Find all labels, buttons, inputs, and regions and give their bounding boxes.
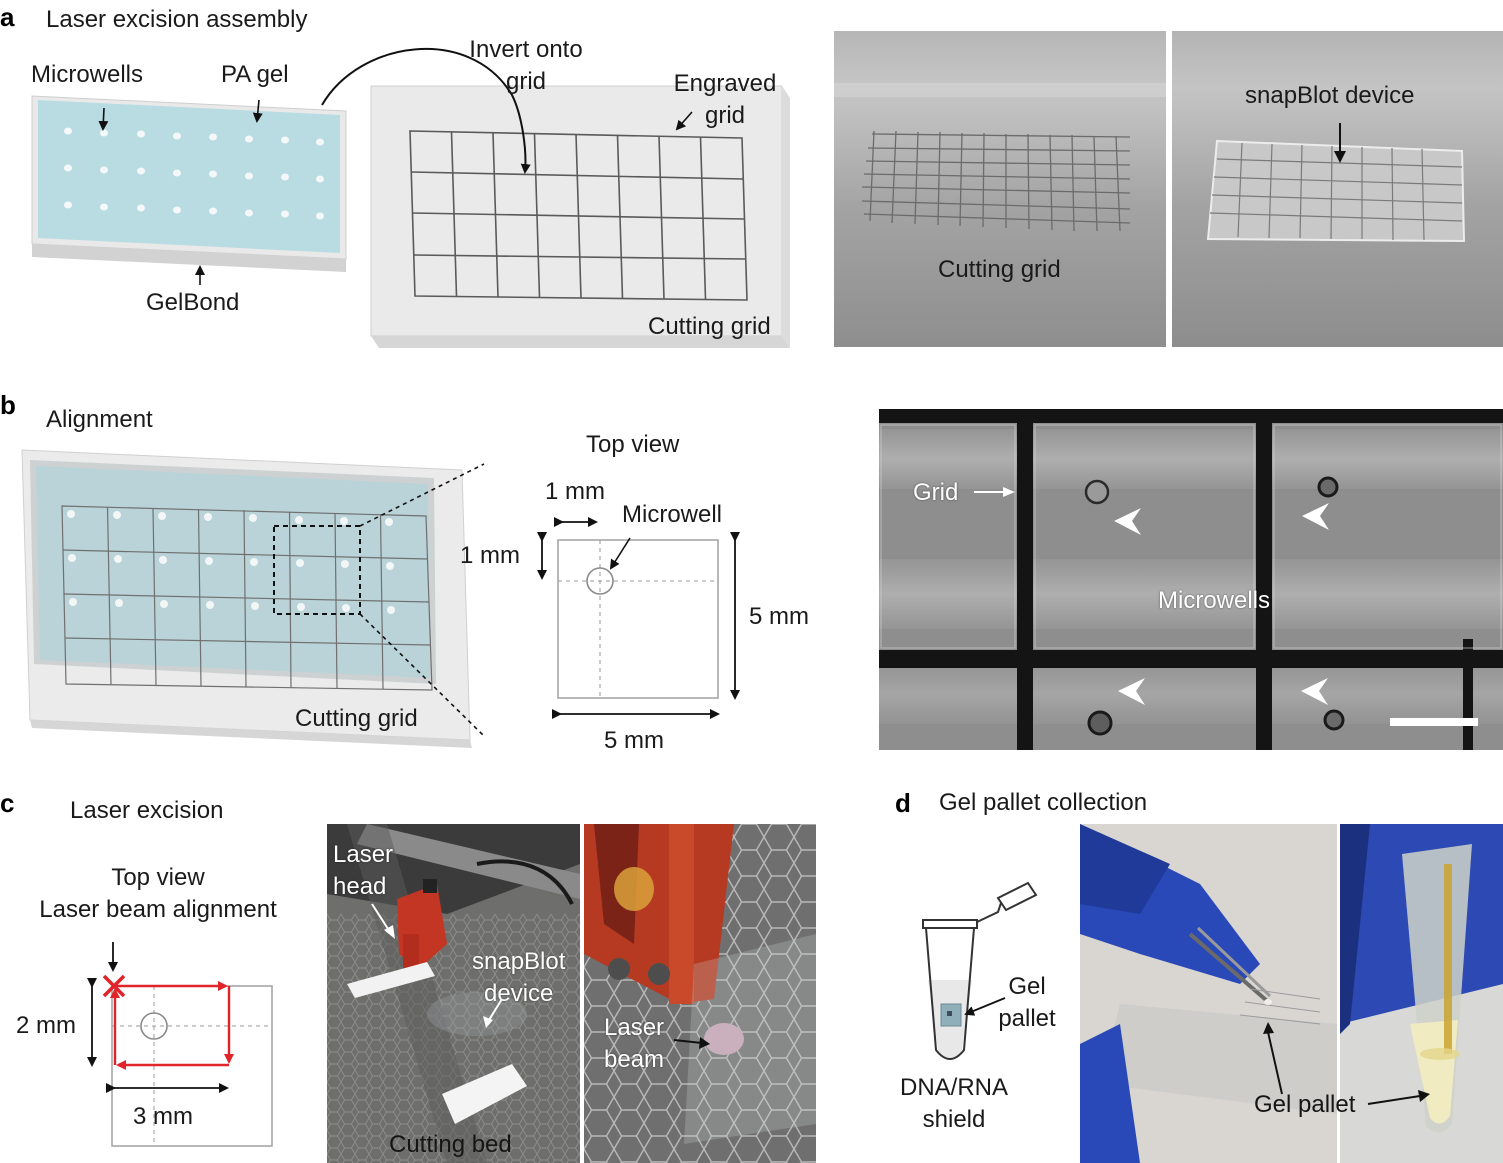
gel-pallet-pickup-photo xyxy=(1080,824,1337,1163)
photo-microwells-label: Microwells xyxy=(1158,587,1271,614)
top-view-square xyxy=(557,539,719,699)
tube-diagram xyxy=(922,881,1038,1060)
pa-gel-layer xyxy=(38,100,340,253)
cutting-grid-photo xyxy=(834,31,1166,347)
photo-cutting-grid-label: Cutting grid xyxy=(938,256,1061,283)
cutting-grid-label: Cutting grid xyxy=(648,313,771,340)
shield-label: DNA/RNA shield xyxy=(899,1074,1008,1134)
zoom-box xyxy=(273,525,361,615)
laser-alignment-label: Top view Laser beam alignment xyxy=(39,864,277,924)
assembly-diagram xyxy=(31,47,790,348)
microscopy-arrowheads xyxy=(1114,503,1329,705)
alignment-microwells xyxy=(67,510,395,614)
microscopy-drawing xyxy=(879,409,1503,750)
microwells-arrow xyxy=(98,107,109,131)
pa-gel-arrow xyxy=(252,99,263,123)
pickup-drawing xyxy=(1080,824,1337,1163)
tube-photo-drawing xyxy=(1340,824,1503,1163)
laser-head-label: Laser head xyxy=(333,841,394,901)
engraved-grid xyxy=(409,130,748,301)
alignment-cutting-grid-label: Cutting grid xyxy=(295,705,418,732)
gel-pallet-label: Gel pallet xyxy=(998,973,1056,1033)
engraved-arrow xyxy=(675,111,693,131)
laser-beam-photo xyxy=(584,824,816,1163)
pa-gel-label: PA gel xyxy=(221,61,289,88)
laser-cutter-photo xyxy=(327,824,580,1163)
panel-d-title: Gel pallet collection xyxy=(939,789,1148,816)
alignment-diagram xyxy=(21,449,740,748)
photo-snapblot-label: snapBlot device xyxy=(1245,82,1415,109)
photo-grid-label: Grid xyxy=(913,479,959,506)
scale-bar xyxy=(1390,718,1478,726)
microwells-label: Microwells xyxy=(31,61,144,88)
top-view-label: Top view xyxy=(586,431,680,458)
photo-gel-pallet-label: Gel pallet xyxy=(1254,1091,1356,1118)
laser-beam-drawing xyxy=(584,824,816,1163)
panel-b-title: Alignment xyxy=(46,406,153,433)
gelbond-label: GelBond xyxy=(146,289,240,316)
laser-start-x-icon xyxy=(102,974,126,998)
dim-5mm-v-label: 5 mm xyxy=(749,603,809,630)
dim-3mm-label: 3 mm xyxy=(133,1103,193,1130)
top-view-microwell xyxy=(586,567,614,595)
microwell-label: Microwell xyxy=(622,501,723,528)
panel-a-letter: a xyxy=(0,2,15,32)
invert-arrow xyxy=(321,47,531,174)
grid-photo-lines xyxy=(834,83,1166,232)
laser-cutter-drawing xyxy=(327,824,580,1163)
dim-1mm-v-label: 1 mm xyxy=(460,542,520,569)
snapblot-device-label: snapBlot device xyxy=(472,948,566,1008)
dim-5mm-h-label: 5 mm xyxy=(604,727,664,754)
laser-photo-arrows xyxy=(371,903,503,1028)
tube-photo-arrow xyxy=(1367,1090,1430,1105)
laser-path xyxy=(110,981,234,1070)
panel-d-letter: d xyxy=(895,788,911,818)
beam-photo-arrow xyxy=(673,1037,710,1049)
dim-2mm-label: 2 mm xyxy=(16,1012,76,1039)
microwell-dots xyxy=(64,127,324,220)
invert-label: Invert onto grid xyxy=(469,36,583,96)
microscopy-photo xyxy=(879,409,1503,750)
panel-c-title: Laser excision xyxy=(70,797,224,824)
dim-1mm-h-label: 1 mm xyxy=(545,478,605,505)
snapblot-device-photo xyxy=(1172,31,1503,347)
engraved-grid-label: Engraved grid xyxy=(673,70,777,130)
tube-outline xyxy=(924,927,976,1060)
cutting-grid-slab xyxy=(370,85,790,348)
alignment-grid xyxy=(61,505,433,691)
device-photo-shapes xyxy=(1206,123,1466,243)
cutting-bed-label: Cutting bed xyxy=(389,1131,512,1158)
panel-a-title: Laser excision assembly xyxy=(46,6,308,33)
panel-c-letter: c xyxy=(0,788,15,818)
laser-beam-label: Laser beam xyxy=(604,1014,665,1074)
panel-b-letter: b xyxy=(0,390,16,420)
microscopy-microwells xyxy=(1084,476,1345,736)
laser-alignment-diagram xyxy=(87,942,273,1147)
tube-photo xyxy=(1340,824,1503,1163)
microwell-arrow xyxy=(609,537,631,570)
